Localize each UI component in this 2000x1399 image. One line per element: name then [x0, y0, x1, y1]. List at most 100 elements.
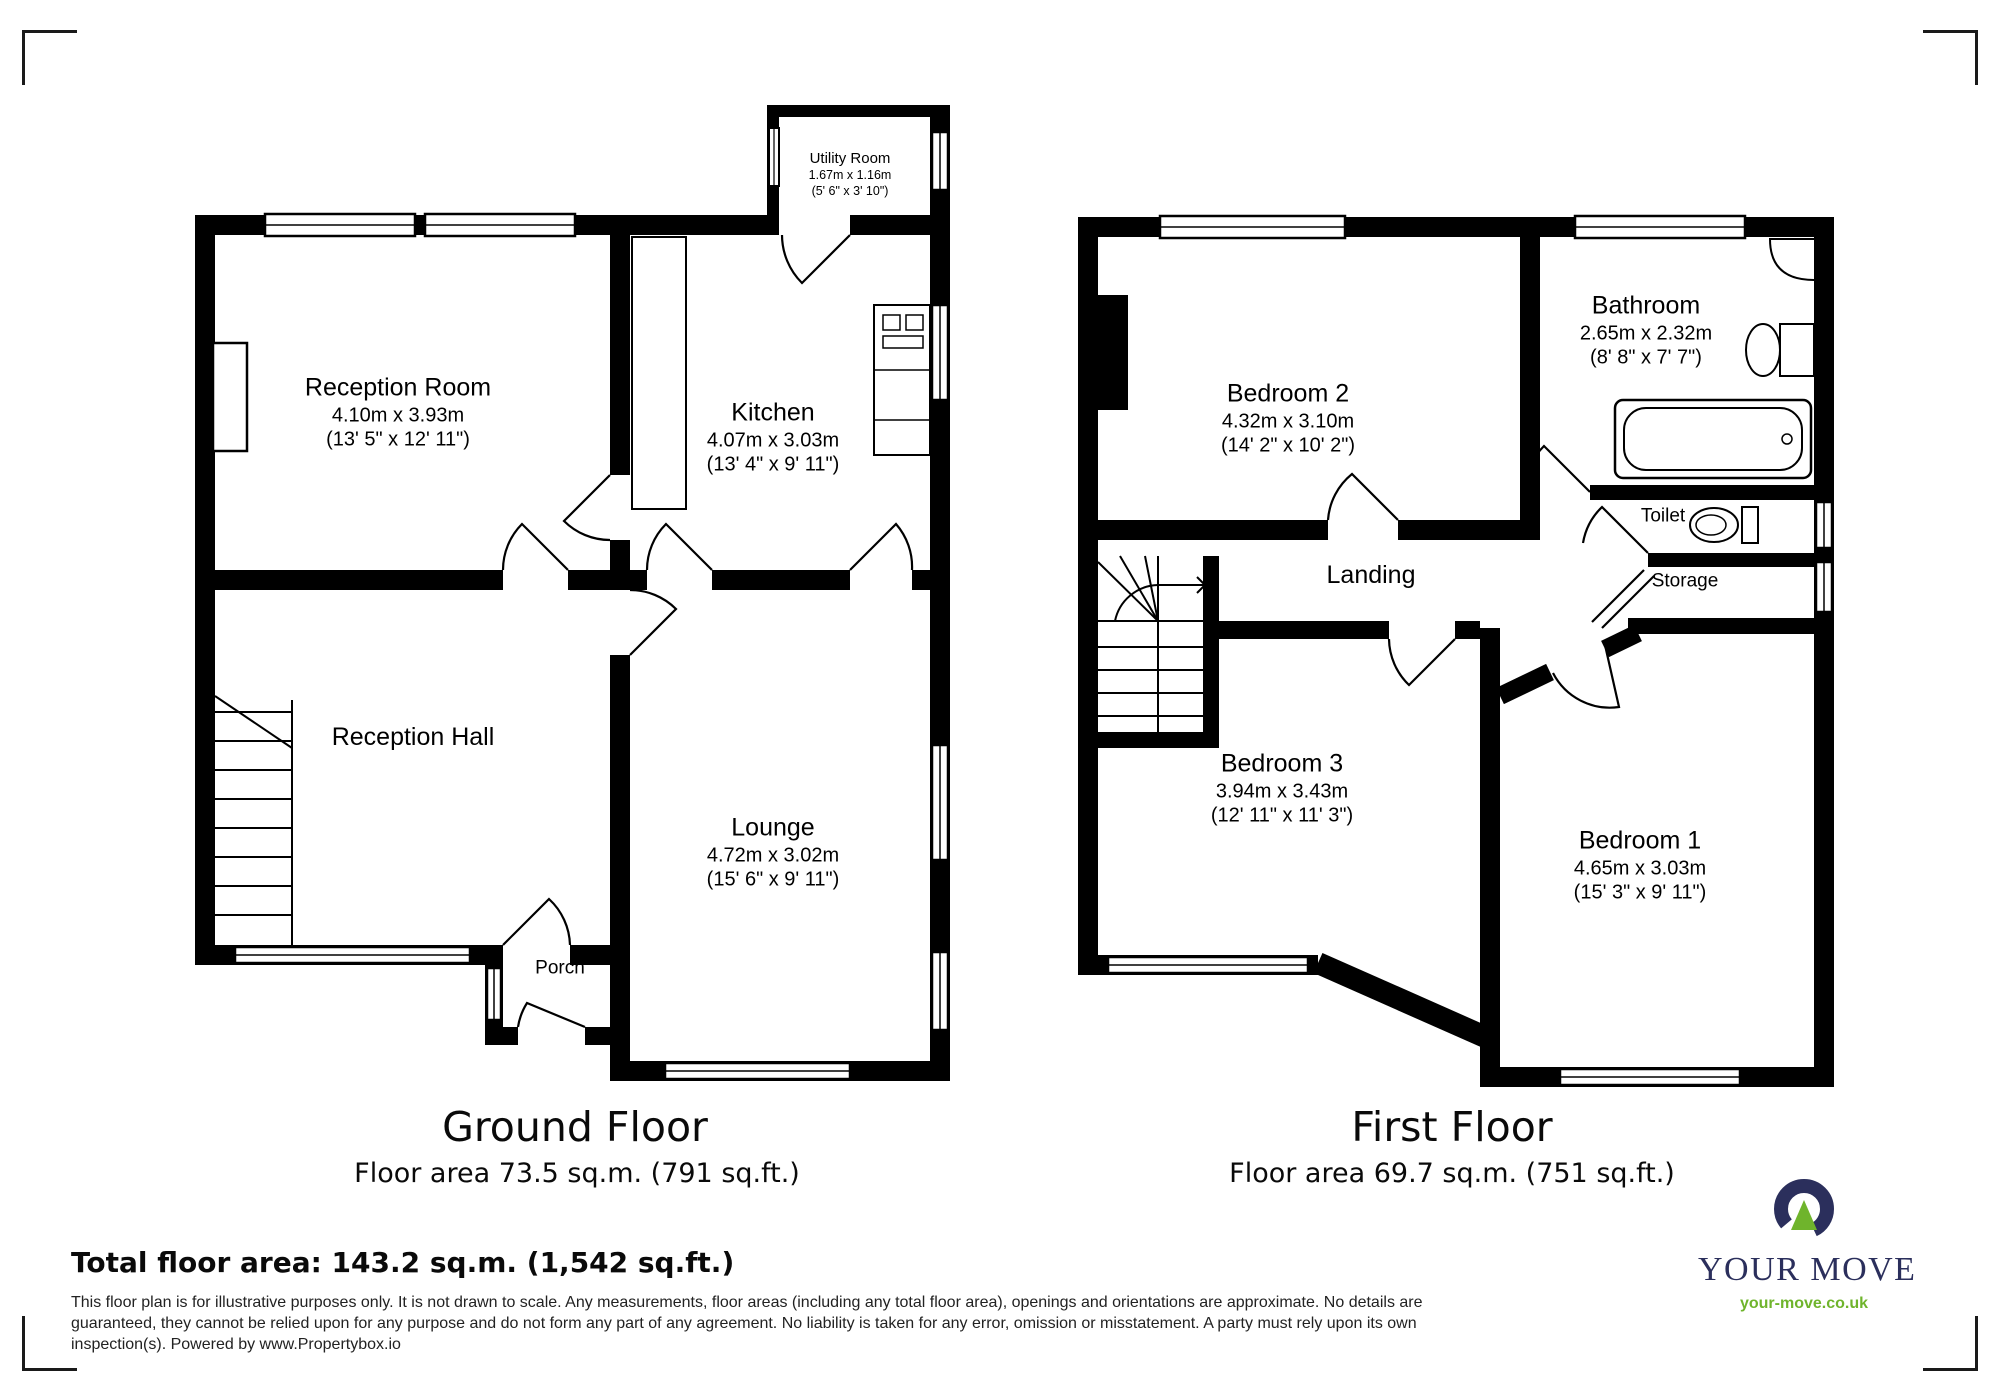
- reception-hall-label: Reception Hall: [332, 722, 495, 753]
- window: [930, 130, 950, 192]
- window: [1814, 500, 1834, 550]
- door-arc: [780, 234, 851, 285]
- window: [663, 1061, 852, 1081]
- window: [485, 966, 503, 1022]
- lounge-label: Lounge 4.72m x 3.02m (15' 6" x 9' 11"): [707, 812, 840, 891]
- toilet-label: Toilet: [1641, 504, 1685, 527]
- window: [1573, 214, 1747, 240]
- door-arc: [1387, 638, 1456, 687]
- window: [1814, 560, 1834, 614]
- room-dims-imperial: (15' 3" x 9' 11"): [1573, 881, 1707, 904]
- room-dims-metric: 4.72m x 3.02m: [706, 843, 840, 866]
- cooker-icon: [873, 304, 931, 456]
- ground-windows: [233, 127, 950, 1081]
- door-arc: [501, 522, 569, 571]
- window: [930, 743, 950, 862]
- window: [768, 127, 780, 187]
- room-dims-metric: 2.65m x 2.32m: [1579, 321, 1713, 344]
- landing-label: Landing: [1327, 560, 1416, 591]
- ground-floor-svg: [195, 105, 950, 1081]
- chimney-breast: [1098, 295, 1128, 410]
- stairs-icon: [214, 695, 293, 945]
- sink-icon: [1745, 323, 1815, 377]
- first-windows: [1106, 214, 1834, 1087]
- door-arc: [1581, 505, 1649, 554]
- room-dims-imperial: (8' 8" x 7' 7"): [1590, 346, 1702, 369]
- window: [930, 303, 950, 402]
- disclaimer-text: This floor plan is for illustrative purp…: [71, 1294, 1423, 1353]
- room-name: Kitchen: [731, 398, 815, 427]
- ground-floor-caption: Ground Floor: [442, 1103, 708, 1151]
- room-dims-imperial: (14' 2" x 10' 2"): [1220, 434, 1356, 457]
- room-dims-metric: 1.67m x 1.16m: [808, 168, 892, 183]
- door-arc: [1523, 444, 1591, 529]
- total-floor-area: Total floor area: 143.2 sq.m. (1,542 sq.…: [71, 1246, 735, 1279]
- ground-floor-plan: [150, 100, 990, 1090]
- logo-brand-text: YOUR MOVE: [1698, 1251, 1917, 1288]
- corner-unit-icon: [1768, 238, 1815, 281]
- window: [1106, 955, 1310, 975]
- room-name: Bathroom: [1591, 291, 1701, 320]
- ground-walls: [195, 105, 950, 1081]
- room-dims-imperial: (13' 5" x 12' 11"): [326, 428, 470, 451]
- room-name: Toilet: [1640, 505, 1686, 527]
- bathtub-icon: [1613, 398, 1813, 480]
- ground-floor-area: Floor area 73.5 sq.m. (791 sq.ft.): [354, 1158, 800, 1189]
- bedroom-2-label: Bedroom 2 4.32m x 3.10m (14' 2" x 10' 2"…: [1221, 378, 1355, 457]
- door-arc: [516, 1001, 586, 1029]
- stairs-icon: [1097, 555, 1219, 732]
- first-diagonal-walls: [1313, 624, 1642, 1051]
- kitchen-label: Kitchen 4.07m x 3.03m (13' 4" x 9' 11"): [707, 397, 840, 476]
- room-name: Storage: [1651, 570, 1719, 592]
- door-arc: [502, 897, 572, 946]
- bedroom-3-label: Bedroom 3 3.94m x 3.43m (12' 11" x 11' 3…: [1211, 748, 1353, 827]
- storage-door: [1601, 575, 1655, 629]
- logo-ring: [1774, 1179, 1834, 1239]
- window: [233, 945, 472, 965]
- first-floor-plan: [1030, 100, 1870, 1090]
- corner-mark-top-right: [1923, 30, 1978, 85]
- porch-label: Porch: [535, 956, 585, 979]
- room-dims-metric: 4.07m x 3.03m: [706, 428, 840, 451]
- first-floor-svg: [1078, 214, 1834, 1087]
- room-name: Landing: [1326, 560, 1416, 589]
- your-move-logo: YOUR MOVE your-move.co.uk: [1698, 1178, 1917, 1313]
- room-dims-imperial: (13' 4" x 9' 11"): [706, 453, 840, 476]
- room-dims-metric: 4.10m x 3.93m: [331, 403, 465, 426]
- door-arc: [849, 522, 914, 571]
- room-name: Lounge: [731, 813, 815, 842]
- corner-mark-bottom-right: [1923, 1316, 1978, 1371]
- first-doors: [1326, 444, 1655, 709]
- first-floor-area: Floor area 69.7 sq.m. (751 sq.ft.): [1229, 1158, 1675, 1189]
- room-dims-imperial: (12' 11" x 11' 3"): [1210, 804, 1354, 827]
- logo-website-text: your-move.co.uk: [1739, 1295, 1869, 1312]
- room-dims-metric: 4.65m x 3.03m: [1573, 856, 1707, 879]
- ground-doors: [501, 234, 914, 1029]
- room-name: Porch: [535, 957, 585, 979]
- storage-door: [1591, 569, 1645, 623]
- window: [1158, 214, 1347, 240]
- logo-triangle: [1791, 1200, 1817, 1230]
- room-name: Utility Room: [809, 150, 891, 168]
- ground-fixtures: [211, 236, 931, 510]
- fireplace-icon: [211, 341, 249, 453]
- utility-room-label: Utility Room 1.67m x 1.16m (5' 6" x 3' 1…: [809, 150, 892, 200]
- door-arc: [1552, 644, 1621, 709]
- reception-room-label: Reception Room 4.10m x 3.93m (13' 5" x 1…: [305, 372, 491, 451]
- room-name: Bedroom 1: [1578, 826, 1702, 855]
- room-name: Bedroom 3: [1220, 749, 1344, 778]
- room-dims-imperial: (5' 6" x 3' 10"): [811, 184, 889, 199]
- door-arc: [629, 588, 678, 656]
- toilet-icon: [1689, 506, 1759, 544]
- room-dims-metric: 4.32m x 3.10m: [1221, 409, 1355, 432]
- door-arc: [645, 522, 713, 571]
- corner-mark-bottom-left: [22, 1316, 77, 1371]
- your-move-logo-icon: [1774, 1179, 1834, 1239]
- room-name: Reception Hall: [331, 722, 495, 751]
- window: [930, 950, 950, 1032]
- bathroom-label: Bathroom 2.65m x 2.32m (8' 8" x 7' 7"): [1580, 290, 1712, 369]
- room-dims-imperial: (15' 6" x 9' 11"): [706, 868, 840, 891]
- first-floor-caption: First Floor: [1351, 1103, 1553, 1151]
- room-name: Bedroom 2: [1226, 379, 1350, 408]
